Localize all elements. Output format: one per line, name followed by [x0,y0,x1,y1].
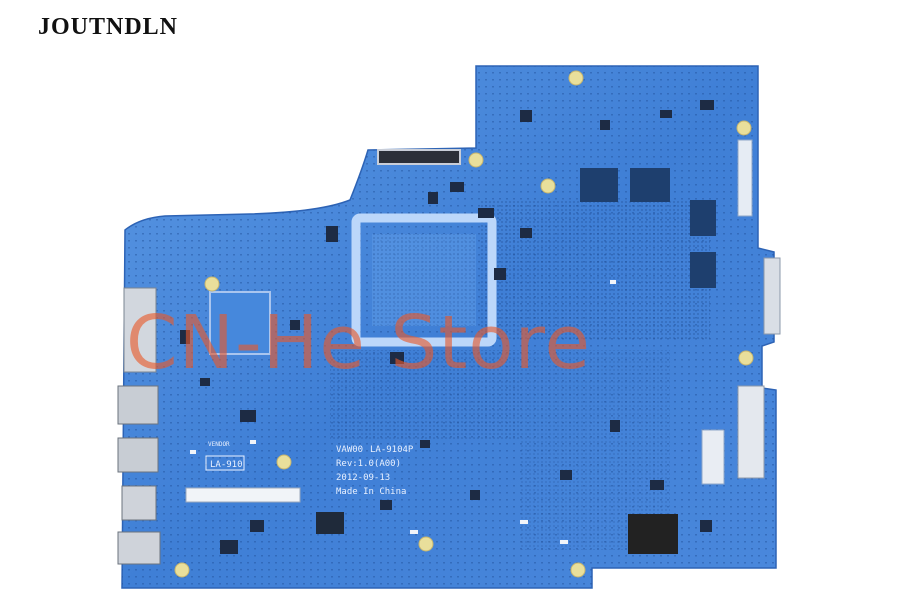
memory-chip [690,200,716,236]
mount-hole [736,120,752,136]
board-origin: Made In China [336,487,406,497]
board-date: 2012-09-13 [336,473,390,483]
mount-hole [418,536,434,552]
chipset-area [480,200,710,340]
long-header [185,487,301,503]
mount-hole [568,70,584,86]
m2-slot [377,149,461,165]
mount-hole [204,276,220,292]
board-id: LA-9104P [370,445,414,455]
mount-hole [540,178,556,194]
memory-chip [580,168,618,202]
vendor-mark: VENDOR [208,441,230,448]
usb-port [121,485,157,521]
mount-hole [174,562,190,578]
watermark-text: CN-He Store [126,300,591,386]
usb-port [117,385,159,425]
black-chip [628,514,678,554]
left-connector [123,287,157,373]
board-model: VAW00 [336,445,363,455]
memory-chip [630,168,670,202]
sata-connector [737,385,765,479]
top-right-connector [737,139,753,217]
mount-hole [276,454,292,470]
board-label-small: LA-910 [210,460,243,470]
black-chip [316,512,344,534]
mount-hole [468,152,484,168]
store-brand: JOUTNDLN [38,14,179,40]
memory-chip [690,252,716,288]
cpu-socket [351,213,497,347]
ribbon-connector [701,429,725,485]
audio-jack [117,531,161,565]
board-revision: Rev:1.0(A00) [336,459,401,469]
usb-port [117,437,159,473]
mount-hole [738,350,754,366]
right-connector [763,257,781,335]
mount-hole [570,562,586,578]
